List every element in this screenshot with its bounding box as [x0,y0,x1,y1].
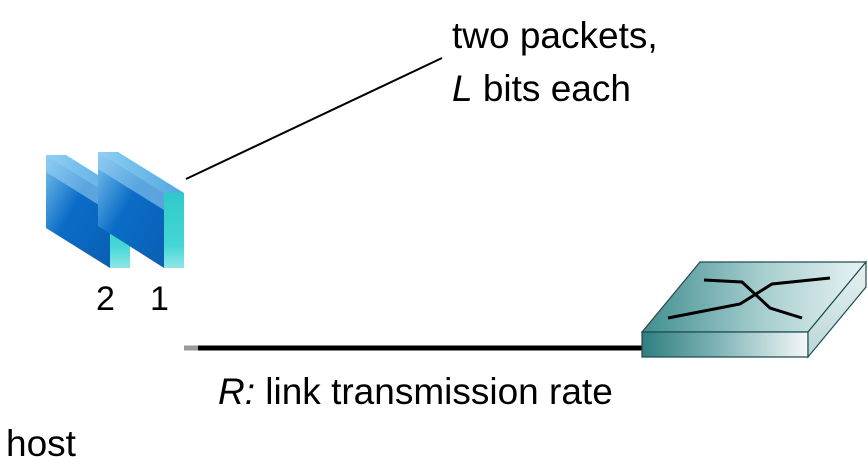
host-label: host [6,423,76,464]
packets-callout-line2: L bits each [452,70,631,107]
link-rate-description: link transmission rate [255,371,613,412]
link-rate-variable: R: [218,371,255,412]
packet-2-number: 2 [96,280,115,318]
packet-length-variable: L [452,68,473,109]
packet-icon [98,152,184,268]
callout-leader-line [185,57,443,180]
router-icon [640,260,867,359]
packet-1-number: 1 [150,280,169,318]
packets-callout-line2-rest: bits each [472,68,631,109]
packets-callout-line1: two packets, [452,15,658,56]
link-rate-label: R: link transmission rate [218,373,613,410]
